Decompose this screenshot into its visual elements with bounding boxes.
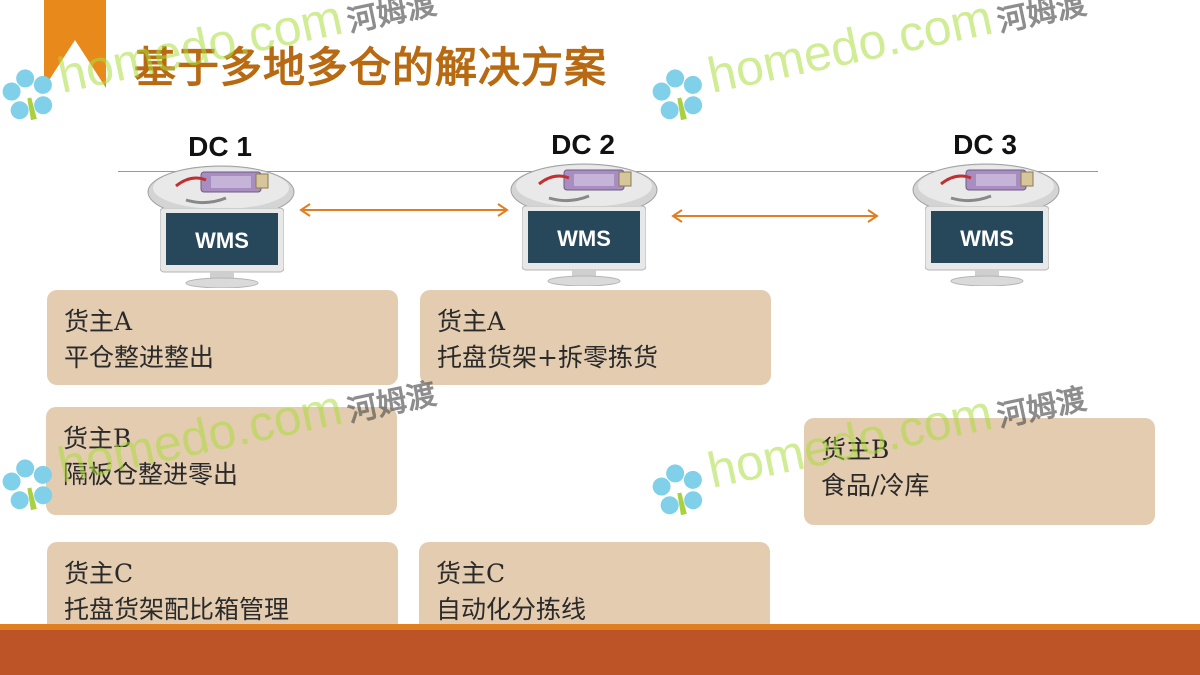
router-icon xyxy=(912,163,1060,217)
wms-screen-label: WMS xyxy=(960,226,1014,251)
dc1-owner-b-box: 货主B 隔板仓整进零出 xyxy=(46,407,397,515)
dc1-owner-c-box: 货主C 托盘货架配比箱管理 xyxy=(47,542,398,637)
router-icon xyxy=(510,163,658,217)
owner-desc: 平仓整进整出 xyxy=(64,343,215,372)
owner-label: 货主A xyxy=(64,307,133,336)
flower-logo-icon xyxy=(646,62,712,128)
dc2-owner-a-box: 货主A 托盘货架+拆零拣货 xyxy=(420,290,771,385)
wms-screen-label: WMS xyxy=(557,226,611,251)
owner-label: 货主A xyxy=(437,307,506,336)
dc3-owner-b-box: 货主B 食品/冷库 xyxy=(804,418,1155,525)
dc1-dc2-arrow xyxy=(299,203,509,217)
slide-title: 基于多地多仓的解决方案 xyxy=(134,43,608,92)
owner-label: 货主B xyxy=(821,435,890,464)
router-icon xyxy=(147,165,295,219)
flower-logo-icon xyxy=(646,457,712,523)
watermark-brand: 河姆渡 xyxy=(994,0,1090,40)
wms-monitor-icon: WMS xyxy=(160,208,284,288)
dc3-label: DC 3 xyxy=(953,129,1017,160)
footer-bar xyxy=(0,630,1200,675)
owner-desc: 食品/冷库 xyxy=(821,471,930,500)
corner-arrow-icon xyxy=(44,40,106,88)
owner-label: 货主B xyxy=(63,424,132,453)
owner-desc: 隔板仓整进零出 xyxy=(63,460,239,489)
wms-monitor-icon: WMS xyxy=(522,206,646,286)
owner-desc: 托盘货架配比箱管理 xyxy=(64,595,290,624)
owner-desc: 托盘货架+拆零拣货 xyxy=(437,343,658,372)
watermark-domain: homedo.com xyxy=(702,0,998,104)
dc2-label: DC 2 xyxy=(551,129,615,160)
watermark: homedo.com 河姆渡 xyxy=(643,0,1093,129)
owner-label: 货主C xyxy=(436,559,506,588)
dc2-owner-c-box: 货主C 自动化分拣线 xyxy=(419,542,770,637)
wms-monitor-icon: WMS xyxy=(925,206,1049,286)
dc1-label: DC 1 xyxy=(188,131,252,162)
footer-accent-line xyxy=(0,624,1200,630)
wms-screen-label: WMS xyxy=(195,228,249,253)
owner-desc: 自动化分拣线 xyxy=(436,595,587,624)
dc2-dc3-arrow xyxy=(671,209,879,223)
dc1-owner-a-box: 货主A 平仓整进整出 xyxy=(47,290,398,385)
owner-label: 货主C xyxy=(64,559,134,588)
